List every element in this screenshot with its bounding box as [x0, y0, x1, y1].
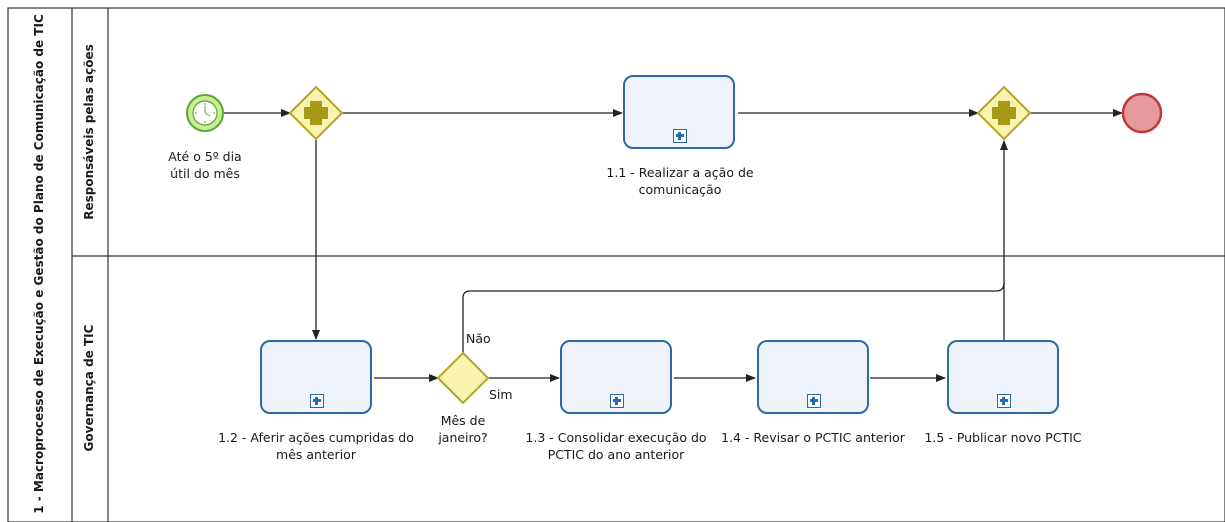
plus-icon [304, 101, 328, 125]
task-1-5[interactable] [947, 340, 1059, 414]
exclusive-gateway-decision [436, 351, 490, 405]
subprocess-marker-icon [997, 394, 1011, 408]
pool-title: 1 - Macroprocesso de Execução e Gestão d… [32, 14, 46, 514]
subprocess-marker-icon [807, 394, 821, 408]
task-1-2-label-line1: 1.2 - Aferir ações cumpridas do [218, 430, 414, 445]
task-1-1-label: 1.1 - Realizar a ação de comunicação [570, 164, 790, 198]
decision-label-line1: Mês de [440, 413, 486, 428]
start-event [186, 94, 224, 132]
parallel-gateway-join [976, 85, 1032, 141]
task-1-4[interactable] [757, 340, 869, 414]
end-event [1121, 92, 1163, 134]
task-1-3-label-line1: 1.3 - Consolidar execução do [525, 430, 707, 445]
task-1-5-label-line1: 1.5 - Publicar novo PCTIC [924, 430, 1082, 445]
decision-no-label: Não [466, 331, 491, 346]
lane-label-governanca: Governança de TIC [82, 324, 96, 452]
decision-label-line2: janeiro? [438, 430, 488, 445]
task-1-1-label-line1: 1.1 - Realizar a ação de [606, 165, 754, 180]
start-event-label-line1: Até o 5º dia [168, 149, 242, 164]
task-1-2-label-line2: mês anterior [276, 447, 356, 462]
task-1-1-label-line2: comunicação [638, 182, 722, 197]
start-event-label-line2: útil do mês [170, 166, 240, 181]
parallel-gateway-fork [288, 85, 344, 141]
task-1-3-label-line2: PCTIC do ano anterior [547, 447, 685, 462]
task-1-1[interactable] [623, 75, 735, 149]
lane-label-responsaveis: Responsáveis pelas ações [82, 44, 96, 220]
subprocess-marker-icon [310, 394, 324, 408]
task-1-5-label: 1.5 - Publicar novo PCTIC [908, 429, 1098, 446]
task-1-4-label: 1.4 - Revisar o PCTIC anterior [708, 429, 918, 446]
task-1-3-label: 1.3 - Consolidar execução do PCTIC do an… [506, 429, 726, 463]
decision-yes-label: Sim [489, 387, 513, 402]
start-event-label: Até o 5º dia útil do mês [145, 148, 265, 182]
subprocess-marker-icon [610, 394, 624, 408]
task-1-2[interactable] [260, 340, 372, 414]
plus-icon [992, 101, 1016, 125]
decision-label: Mês de janeiro? [418, 412, 508, 446]
pool-border [7, 7, 1225, 522]
task-1-3[interactable] [560, 340, 672, 414]
subprocess-marker-icon [673, 129, 687, 143]
task-1-4-label-line1: 1.4 - Revisar o PCTIC anterior [721, 430, 905, 445]
flow-no-to-join [462, 282, 1005, 353]
task-1-2-label: 1.2 - Aferir ações cumpridas do mês ante… [196, 429, 436, 463]
